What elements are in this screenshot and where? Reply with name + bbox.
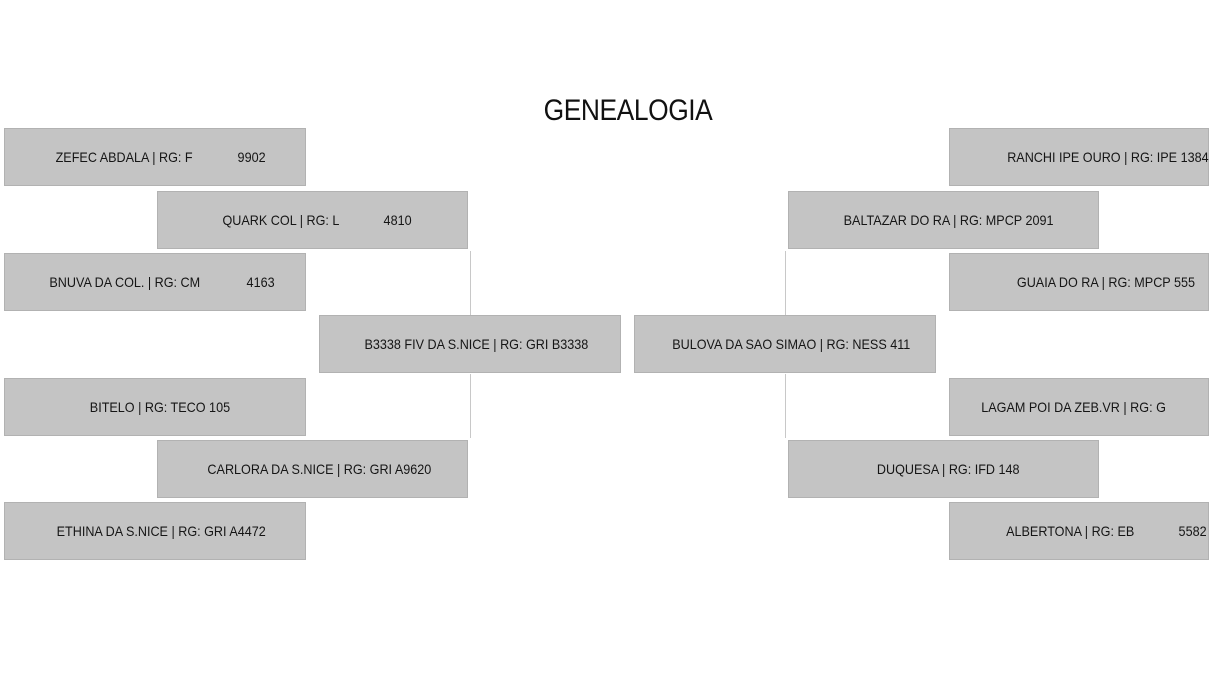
pedigree-box-name: GUAIA DO RA | RG: MPCP 555 bbox=[1016, 274, 1195, 290]
pedigree-box-name: LAGAM POI DA ZEB.VR | RG: G bbox=[981, 399, 1166, 415]
page-title: GENEALOGIA bbox=[543, 94, 713, 127]
pedigree-box-name: BNUVA DA COL. | RG: CM bbox=[49, 274, 201, 290]
pedigree-box-albertona: ALBERTONA | RG: EB 5582 bbox=[949, 502, 1209, 560]
pedigree-box-ranchi-ipe-ouro: RANCHI IPE OURO | RG: IPE 1384 bbox=[949, 128, 1209, 186]
pedigree-box-name: BULOVA DA SAO SIMAO | RG: NESS 411 bbox=[672, 336, 911, 352]
connector-right-lower bbox=[785, 374, 786, 438]
pedigree-box-name: ZEFEC ABDALA | RG: F bbox=[55, 149, 193, 165]
pedigree-box-name: RANCHI IPE OURO | RG: IPE 1384 bbox=[1007, 149, 1209, 165]
pedigree-box-dam: BULOVA DA SAO SIMAO | RG: NESS 411 bbox=[634, 315, 936, 373]
connector-left-upper bbox=[470, 251, 471, 315]
pedigree-box-ethina-da-s-nice: ETHINA DA S.NICE | RG: GRI A4472 bbox=[4, 502, 306, 560]
connector-right-upper bbox=[785, 251, 786, 315]
pedigree-box-name: DUQUESA | RG: IFD 148 bbox=[876, 461, 1020, 477]
pedigree-box-reg: 5582 bbox=[1178, 523, 1208, 539]
pedigree-box-baltazar-do-ra: BALTAZAR DO RA | RG: MPCP 2091 bbox=[788, 191, 1099, 249]
pedigree-box-carlora-da-s-nice: CARLORA DA S.NICE | RG: GRI A9620 bbox=[157, 440, 468, 498]
pedigree-box-zefec-abdala: ZEFEC ABDALA | RG: F 9902 bbox=[4, 128, 306, 186]
pedigree-box-bitelo: BITELO | RG: TECO 105 bbox=[4, 378, 306, 436]
pedigree-box-name: QUARK COL | RG: L bbox=[222, 212, 340, 228]
pedigree-box-reg: 4810 bbox=[383, 212, 412, 228]
pedigree-box-reg: 9902 bbox=[237, 149, 266, 165]
pedigree-box-quark-col: QUARK COL | RG: L 4810 bbox=[157, 191, 468, 249]
pedigree-box-bnuva-da-col: BNUVA DA COL. | RG: CM 4163 bbox=[4, 253, 306, 311]
pedigree-box-name: BALTAZAR DO RA | RG: MPCP 2091 bbox=[843, 212, 1054, 228]
pedigree-box-duquesa: DUQUESA | RG: IFD 148 bbox=[788, 440, 1099, 498]
connector-left-lower bbox=[470, 374, 471, 438]
pedigree-box-name: BITELO | RG: TECO 105 bbox=[89, 399, 231, 415]
pedigree-box-sire: B3338 FIV DA S.NICE | RG: GRI B3338 bbox=[319, 315, 621, 373]
pedigree-box-guaia-do-ra: GUAIA DO RA | RG: MPCP 555 bbox=[949, 253, 1209, 311]
pedigree-box-name: B3338 FIV DA S.NICE | RG: GRI B3338 bbox=[364, 336, 589, 352]
pedigree-box-name: CARLORA DA S.NICE | RG: GRI A9620 bbox=[207, 461, 432, 477]
pedigree-box-name: ETHINA DA S.NICE | RG: GRI A4472 bbox=[56, 523, 266, 539]
pedigree-box-lagam-poi-da-zeb-vr: LAGAM POI DA ZEB.VR | RG: G bbox=[949, 378, 1209, 436]
pedigree-box-name: ALBERTONA | RG: EB bbox=[1006, 523, 1135, 539]
pedigree-box-reg: 4163 bbox=[246, 274, 275, 290]
